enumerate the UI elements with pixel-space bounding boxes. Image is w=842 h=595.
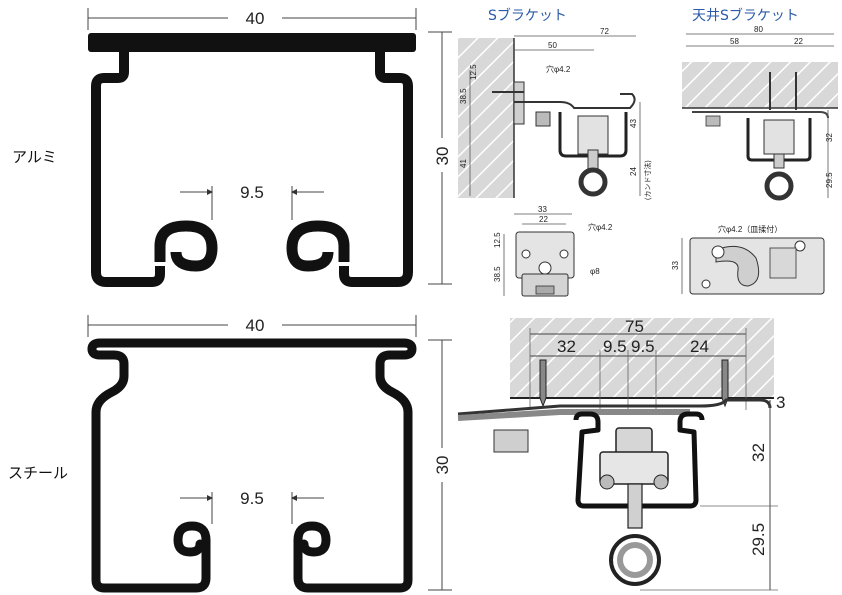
cl-dim-24: 24 bbox=[690, 337, 709, 356]
cb-dim-80: 80 bbox=[754, 25, 763, 34]
steel-width-dim: 40 bbox=[246, 316, 265, 335]
cl-dim-32: 32 bbox=[557, 337, 576, 356]
aluminum-label: アルミ bbox=[12, 148, 57, 166]
cbt-hole: 穴φ4.2（皿揉付） bbox=[718, 224, 782, 234]
ceiling-bracket-title: 天井Sブラケット bbox=[692, 7, 799, 24]
cb-dim-58: 58 bbox=[730, 37, 739, 46]
steel-label: スチール bbox=[8, 464, 68, 482]
sb-dim-12-5: 12.5 bbox=[469, 64, 478, 80]
cb-dim-29-5: 29.5 bbox=[825, 172, 834, 188]
sb-note: (カンド寸法) bbox=[643, 160, 652, 200]
sbf-dim-33: 33 bbox=[538, 205, 547, 214]
cl-dim-9-5a: 9.5 bbox=[603, 337, 627, 356]
sbf-dim-12-5: 12.5 bbox=[493, 232, 502, 248]
sb-dim-24: 24 bbox=[629, 167, 638, 176]
steel-profile: 40 30 9.5 bbox=[87, 315, 452, 593]
sb-dim-72: 72 bbox=[600, 27, 609, 36]
s-bracket-title: Sブラケット bbox=[488, 7, 567, 24]
aluminum-profile: 40 30 9.5 bbox=[87, 8, 452, 287]
sb-hole: 穴φ4.2 bbox=[546, 64, 571, 74]
sb-dim-43: 43 bbox=[629, 119, 638, 128]
cl-dim-3: 3 bbox=[776, 393, 785, 412]
sb-dim-41: 41 bbox=[459, 159, 468, 168]
cl-dim-9-5b: 9.5 bbox=[631, 337, 655, 356]
ceiling-bracket-large-view: 75 32 9.5 9.5 24 3 32 29.5 bbox=[457, 317, 785, 591]
steel-gap-dim: 9.5 bbox=[240, 489, 264, 508]
s-bracket-front-view: 33 22 穴φ4.2 φ8 12.5 38.5 bbox=[493, 205, 613, 297]
ceiling-bracket-top-view: 穴φ4.2（皿揉付） 33 bbox=[671, 224, 825, 295]
sbf-dim-38-5: 38.5 bbox=[493, 266, 502, 282]
ceiling-bracket-side-view: 80 58 22 32 29.5 bbox=[682, 25, 838, 201]
sbf-hole: 穴φ4.2 bbox=[588, 222, 613, 232]
s-bracket-side-view: 72 50 穴φ4.2 38.5 41 12.5 43 24 (カンド寸法) bbox=[458, 27, 652, 200]
cb-dim-22: 22 bbox=[794, 37, 803, 46]
sb-dim-50: 50 bbox=[548, 41, 557, 50]
cb-dim-32: 32 bbox=[825, 133, 834, 142]
cl-dim-v29-5: 29.5 bbox=[749, 523, 768, 556]
alu-height-dim: 30 bbox=[433, 147, 452, 166]
sbf-phi8: φ8 bbox=[590, 267, 600, 276]
cl-dim-75: 75 bbox=[625, 317, 644, 336]
sbf-dim-22: 22 bbox=[539, 215, 548, 224]
cbt-dim-33: 33 bbox=[671, 261, 680, 270]
cl-dim-v32: 32 bbox=[749, 443, 768, 462]
alu-gap-dim: 9.5 bbox=[240, 183, 264, 202]
sb-dim-38-5: 38.5 bbox=[459, 88, 468, 104]
alu-width-dim: 40 bbox=[246, 9, 265, 28]
steel-height-dim: 30 bbox=[433, 456, 452, 475]
